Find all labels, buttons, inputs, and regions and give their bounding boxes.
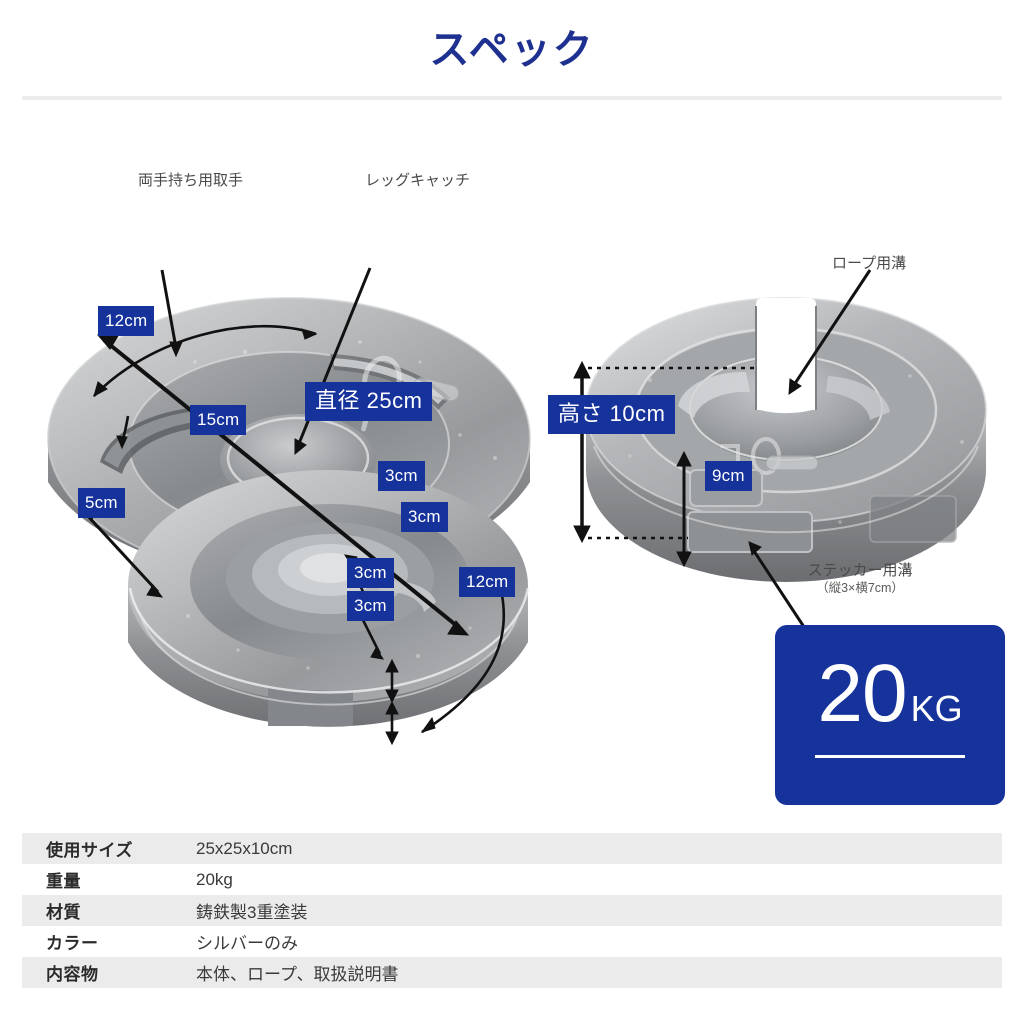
spec-illustration-stage: 両手持ち用取手 レッグキャッチ 12cm 15cm 直径 25cm 5cm 3c… — [0, 110, 1024, 820]
measure-9cm: 9cm — [705, 461, 752, 491]
weight-badge-underline — [815, 755, 965, 758]
measure-3cm-d: 3cm — [347, 591, 394, 621]
spec-table: 使用サイズ 25x25x10cm 重量 20kg 材質 鋳鉄製3重塗装 カラー … — [22, 833, 1002, 988]
spec-table-body: 使用サイズ 25x25x10cm 重量 20kg 材質 鋳鉄製3重塗装 カラー … — [22, 833, 1002, 988]
callout-handle: 両手持ち用取手 — [138, 172, 244, 189]
spec-key: カラー — [46, 934, 99, 953]
weight-badge-value: 20 — [817, 648, 907, 739]
title-divider — [22, 96, 1002, 100]
measure-5cm: 5cm — [78, 488, 125, 518]
table-row: 使用サイズ 25x25x10cm — [22, 833, 1002, 864]
measure-15cm: 15cm — [190, 405, 247, 435]
spec-key: 内容物 — [46, 965, 99, 984]
table-row: カラー シルバーのみ — [22, 926, 1002, 957]
callout-sticker-groove-sub: （縦3×横7cm） — [816, 580, 904, 595]
weight-badge-unit: KG — [910, 688, 963, 729]
table-row: 内容物 本体、ロープ、取扱説明書 — [22, 957, 1002, 988]
spec-value: 20kg — [196, 869, 233, 889]
table-row: 材質 鋳鉄製3重塗装 — [22, 895, 1002, 926]
spec-key: 使用サイズ — [46, 841, 133, 860]
right-photo-annotation-lines — [676, 269, 872, 631]
measure-3cm-a: 3cm — [378, 461, 425, 491]
measure-12cm-top: 12cm — [98, 306, 155, 336]
spec-value: シルバーのみ — [196, 934, 298, 953]
callout-sticker-groove: ステッカー用溝 （縦3×横7cm） — [795, 562, 925, 596]
spec-key: 材質 — [46, 903, 81, 922]
callout-rope-groove: ロープ用溝 — [832, 255, 907, 272]
product-photo-right — [570, 260, 1000, 640]
callout-legcatch: レッグキャッチ — [365, 172, 471, 189]
measure-12cm-bottom: 12cm — [459, 567, 516, 597]
measure-3cm-b: 3cm — [401, 502, 448, 532]
spec-key: 重量 — [46, 872, 81, 891]
measure-3cm-c: 3cm — [347, 558, 394, 588]
table-row: 重量 20kg — [22, 864, 1002, 895]
spec-value: 本体、ロープ、取扱説明書 — [196, 965, 399, 984]
callout-sticker-groove-label: ステッカー用溝 — [807, 562, 913, 579]
spec-value: 25x25x10cm — [196, 838, 293, 858]
page-title: スペック — [429, 28, 595, 72]
height-dimension-marker — [573, 360, 756, 544]
measure-height: 高さ 10cm — [548, 395, 676, 434]
measure-diameter: 直径 25cm — [305, 382, 433, 421]
spec-value: 鋳鉄製3重塗装 — [196, 903, 308, 922]
weight-lower-half — [128, 470, 530, 727]
